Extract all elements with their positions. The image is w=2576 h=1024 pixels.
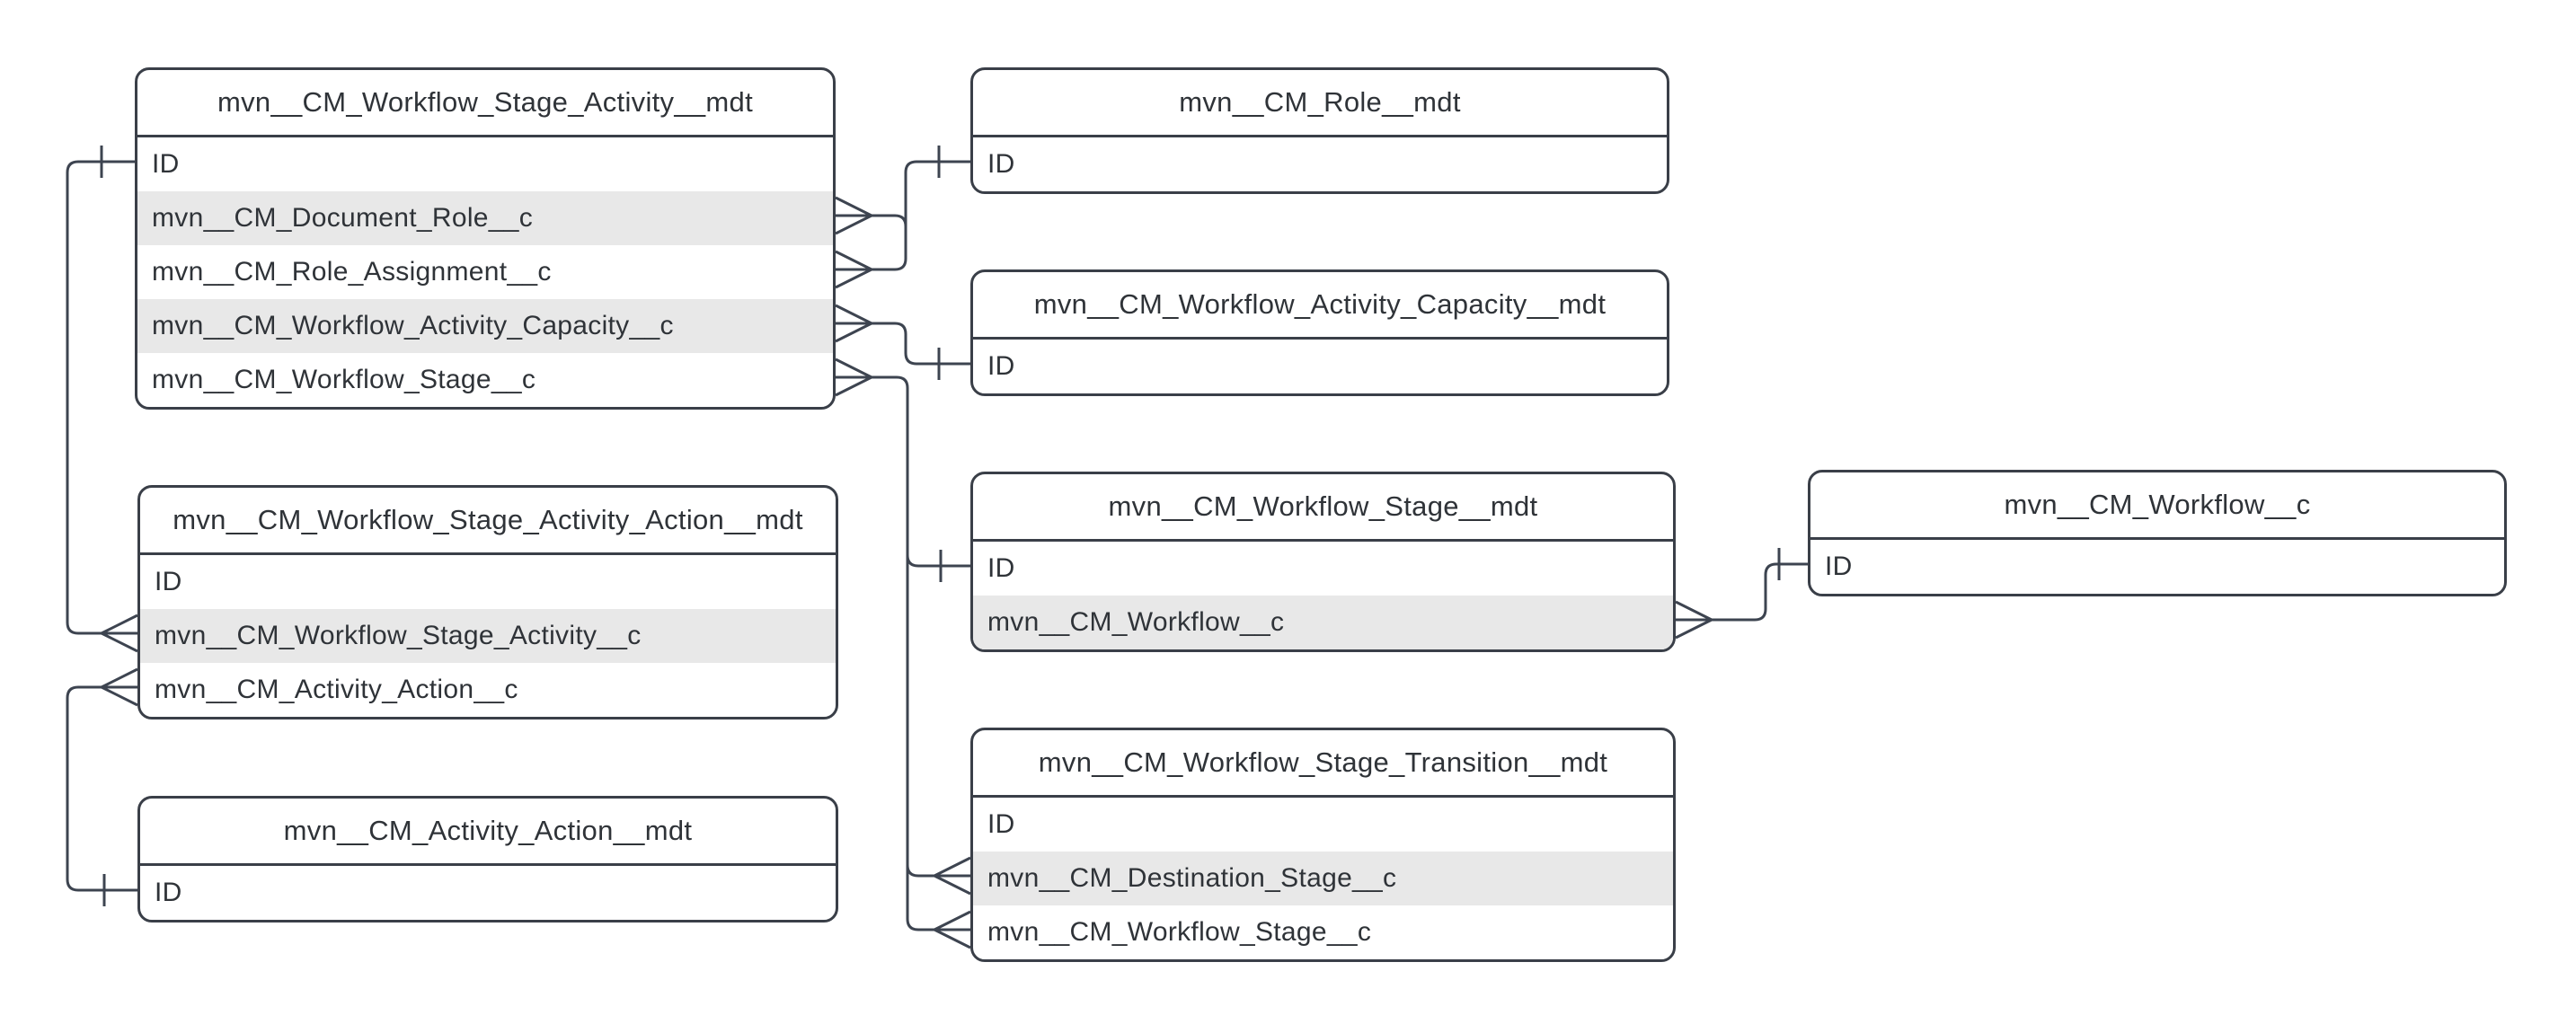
entity-mvn__CM_Workflow_Activity_Capacity__mdt[interactable]: mvn__CM_Workflow_Activity_Capacity__mdt … — [970, 269, 1669, 396]
many-marker-wst-workflow-stage — [934, 910, 971, 949]
connector-branch-ws-id — [906, 554, 970, 568]
field-row-id: ID — [987, 351, 1015, 381]
connector-document-role-to-role — [872, 214, 907, 235]
connector-activity-capacity — [872, 322, 970, 366]
field-row-id: ID — [987, 809, 1015, 839]
field-row-id: ID — [155, 567, 182, 596]
entity-title: mvn__CM_Workflow__c — [1810, 472, 2504, 540]
many-marker-wsa-role-assignment — [835, 250, 872, 289]
connector-stage-activity — [66, 160, 135, 635]
entity-title: mvn__CM_Activity_Action__mdt — [140, 799, 836, 866]
connector-branch-destination-stage — [906, 864, 934, 878]
field-row-workflow-stage: mvn__CM_Workflow_Stage__c — [987, 917, 1372, 947]
entity-title: mvn__CM_Workflow_Stage_Activity_Action__… — [140, 488, 836, 555]
entity-field-list: ID — [140, 866, 836, 920]
entity-mvn__CM_Workflow__c[interactable]: mvn__CM_Workflow__c ID — [1808, 470, 2507, 596]
entity-title: mvn__CM_Workflow_Stage_Transition__mdt — [973, 730, 1673, 798]
field-row-workflow-stage: mvn__CM_Workflow_Stage__c — [152, 365, 536, 394]
field-row-activity-action: mvn__CM_Activity_Action__c — [155, 675, 518, 704]
field-row-id: ID — [152, 149, 180, 179]
field-row-workflow-stage-activity: mvn__CM_Workflow_Stage_Activity__c — [140, 609, 836, 663]
field-row-id: ID — [1825, 552, 1853, 581]
entity-title: mvn__CM_Workflow_Activity_Capacity__mdt — [973, 272, 1667, 340]
field-row-workflow-activity-capacity: mvn__CM_Workflow_Activity_Capacity__c — [137, 299, 833, 353]
entity-field-list: ID — [973, 137, 1667, 191]
entity-mvn__CM_Workflow_Stage_Activity__mdt[interactable]: mvn__CM_Workflow_Stage_Activity__mdt ID … — [135, 67, 836, 410]
entity-mvn__CM_Activity_Action__mdt[interactable]: mvn__CM_Activity_Action__mdt ID — [137, 796, 838, 922]
entity-field-list: ID — [973, 340, 1667, 393]
many-marker-wsa-activity-capacity — [835, 304, 872, 343]
field-row-workflow: mvn__CM_Workflow__c — [973, 596, 1673, 649]
connector-workflow — [1712, 562, 1808, 622]
entity-field-list: ID — [1810, 540, 2504, 594]
field-row-id: ID — [987, 149, 1015, 179]
entity-field-list: ID mvn__CM_Destination_Stage__c mvn__CM_… — [973, 798, 1673, 959]
entity-mvn__CM_Workflow_Stage_Activity_Action__mdt[interactable]: mvn__CM_Workflow_Stage_Activity_Action__… — [137, 485, 838, 719]
connector-activity-action — [66, 685, 137, 892]
entity-title: mvn__CM_Workflow_Stage_Activity__mdt — [137, 70, 833, 137]
field-row-id: ID — [155, 878, 182, 907]
entity-field-list: ID mvn__CM_Workflow__c — [973, 542, 1673, 649]
field-row-id: ID — [987, 553, 1015, 583]
many-marker-wsa-workflow-stage — [835, 358, 872, 397]
many-marker-wsaa-activity-action — [101, 667, 138, 707]
connector-workflow-stage-trunk — [872, 375, 934, 931]
entity-mvn__CM_Role__mdt[interactable]: mvn__CM_Role__mdt ID — [970, 67, 1669, 194]
many-marker-ws-workflow — [1675, 600, 1713, 640]
entity-mvn__CM_Workflow_Stage__mdt[interactable]: mvn__CM_Workflow_Stage__mdt ID mvn__CM_W… — [970, 472, 1676, 652]
connector-role-assignment-to-role — [872, 160, 970, 271]
entity-field-list: ID mvn__CM_Document_Role__c mvn__CM_Role… — [137, 137, 833, 407]
entity-field-list: ID mvn__CM_Workflow_Stage_Activity__c mv… — [140, 555, 836, 717]
entity-title: mvn__CM_Role__mdt — [973, 70, 1667, 137]
field-row-document-role: mvn__CM_Document_Role__c — [137, 191, 833, 245]
field-row-destination-stage: mvn__CM_Destination_Stage__c — [973, 852, 1673, 905]
many-marker-wsa-document-role — [835, 196, 872, 235]
field-row-role-assignment: mvn__CM_Role_Assignment__c — [152, 257, 552, 287]
entity-mvn__CM_Workflow_Stage_Transition__mdt[interactable]: mvn__CM_Workflow_Stage_Transition__mdt I… — [970, 728, 1676, 962]
entity-title: mvn__CM_Workflow_Stage__mdt — [973, 474, 1673, 542]
many-marker-wsaa-stage-activity — [101, 614, 138, 653]
many-marker-wst-destination-stage — [934, 856, 971, 896]
